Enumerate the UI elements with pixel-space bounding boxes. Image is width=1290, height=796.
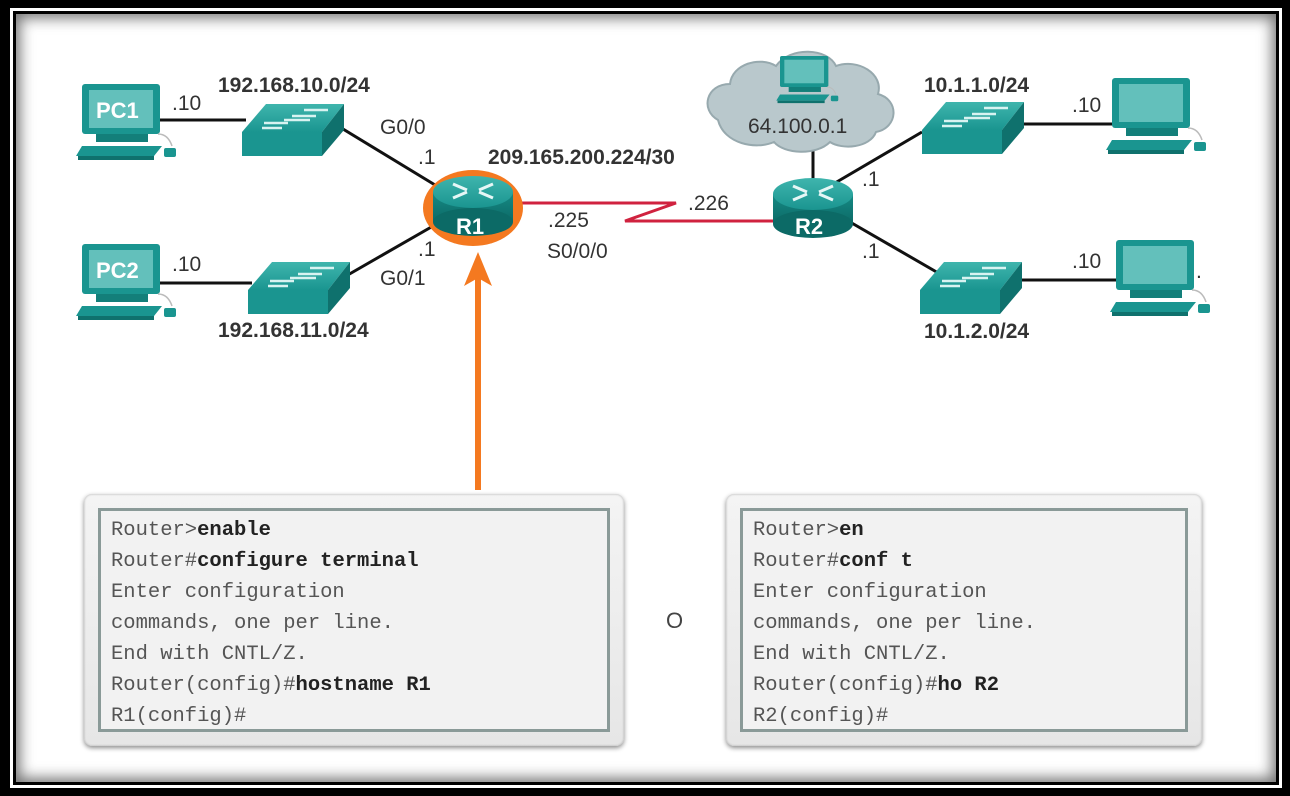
r1-g01-ip-label: .1 [418, 238, 436, 261]
pointer-arrow-head [464, 252, 492, 286]
network-label-lan3: 10.1.1.0/24 [924, 74, 1029, 97]
stray-mark: . [1196, 260, 1202, 283]
r2-serial-ip-label: .226 [688, 192, 729, 215]
console-line: End with CNTL/Z. [753, 643, 950, 666]
console-line: Router>en [753, 519, 864, 542]
pc2-ip-label: .10 [172, 253, 201, 276]
pc2-label: PC2 [96, 258, 139, 283]
console-line: Enter configuration [753, 581, 987, 604]
network-label-lan4: 10.1.2.0/24 [924, 320, 1029, 343]
console-line: R2(config)# [753, 705, 889, 728]
r1-console-panel: Router>enable Router#configure terminal … [84, 494, 624, 746]
console-line: Enter configuration [111, 581, 345, 604]
console-line: Router(config)#hostname R1 [111, 674, 431, 697]
console-line: commands, one per line. [753, 612, 1036, 635]
pc1-ip-label: .10 [172, 92, 201, 115]
pc4-ip-label: .10 [1072, 250, 1101, 273]
serial-link-r1-r2 [515, 201, 776, 223]
pc1-label: PC1 [96, 98, 139, 123]
console-line: Router>enable [111, 519, 271, 542]
pc3-icon[interactable] [1105, 77, 1207, 155]
pc3-ip-label: .10 [1072, 94, 1101, 117]
r1-label: R1 [456, 214, 484, 239]
r2-console: Router>en Router#conf t Enter configurat… [740, 508, 1188, 732]
network-label-wan: 209.165.200.224/30 [488, 146, 675, 169]
outer-frame [10, 8, 1282, 788]
or-separator: O [666, 608, 684, 633]
console-line: commands, one per line. [111, 612, 394, 635]
link-r2-switch4 [849, 220, 941, 276]
r1-g00-label: G0/0 [380, 116, 426, 139]
switch3-icon[interactable] [920, 100, 1026, 156]
console-line: R1(config)# [111, 705, 247, 728]
console-line: Router#configure terminal [111, 550, 419, 573]
r1-s000-label: S0/0/0 [547, 240, 608, 263]
console-line: Router(config)#ho R2 [753, 674, 1000, 697]
r2-lan3-ip-label: .1 [862, 168, 880, 191]
r2-console-panel: Router>en Router#conf t Enter configurat… [726, 494, 1202, 746]
r1-console: Router>enable Router#configure terminal … [98, 508, 610, 732]
switch1-icon[interactable] [240, 102, 346, 158]
pc4-icon[interactable] [1109, 239, 1211, 317]
r1-s000-ip-label: .225 [548, 209, 589, 232]
r2-lan4-ip-label: .1 [862, 240, 880, 263]
r2-label: R2 [795, 214, 823, 239]
switch2-icon[interactable] [246, 260, 352, 316]
link-switch1-r1 [337, 124, 441, 190]
console-line: End with CNTL/Z. [111, 643, 308, 666]
network-label-lan1: 192.168.10.0/24 [218, 74, 370, 97]
console-line: Router#conf t [753, 550, 913, 573]
network-label-lan2: 192.168.11.0/24 [218, 319, 369, 342]
r1-g01-label: G0/1 [380, 267, 426, 290]
link-r2-switch3 [834, 130, 923, 185]
cloud-ip-label: 64.100.0.1 [748, 115, 847, 138]
r1-g00-ip-label: .1 [418, 146, 436, 169]
link-switch2-r1 [345, 220, 441, 278]
